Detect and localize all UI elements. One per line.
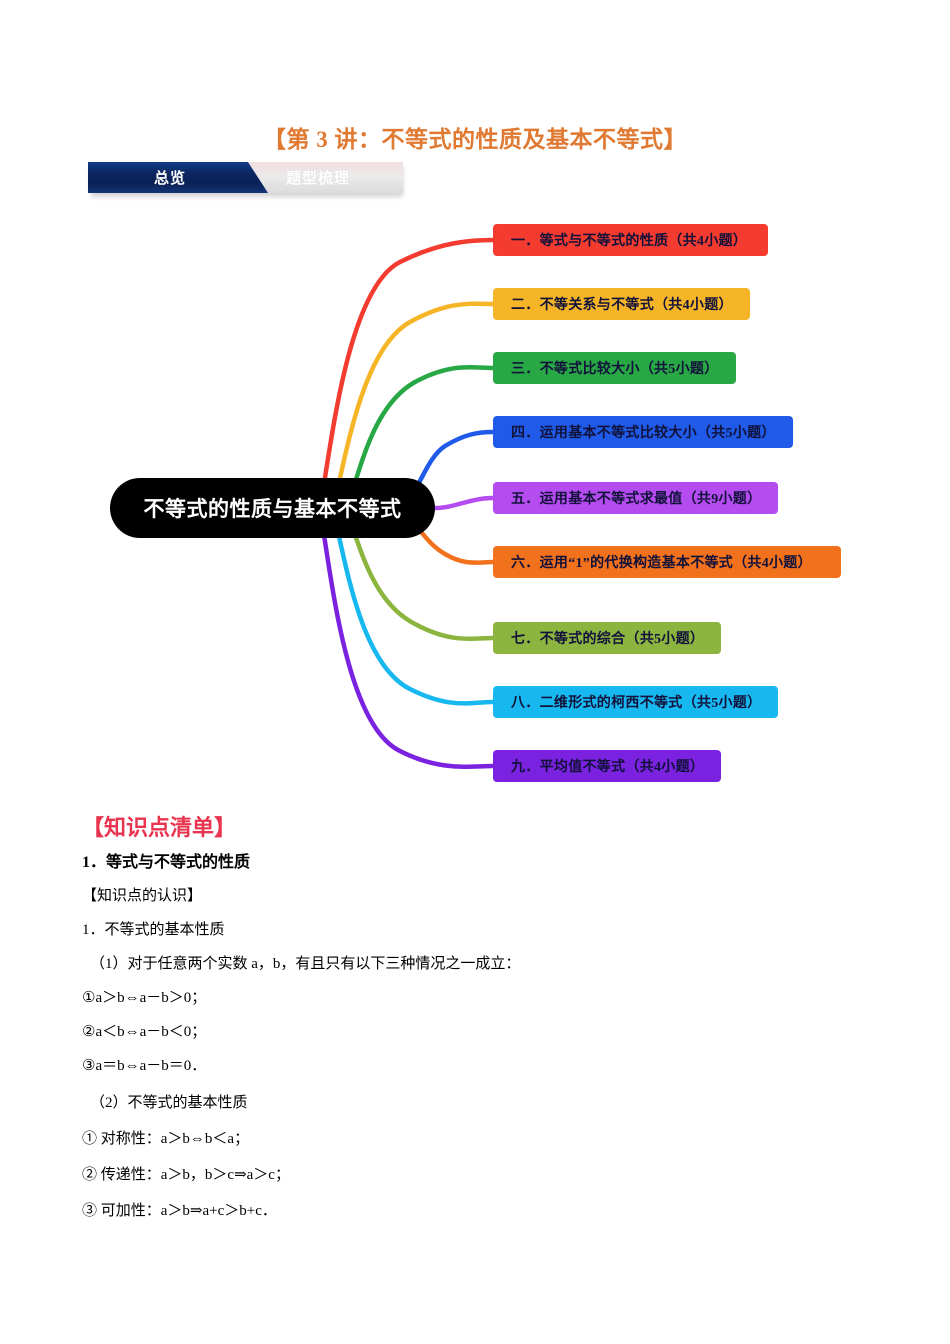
mindmap-branch-label-5: 五．运用基本不等式求最值（共9小题） (511, 492, 762, 507)
mindmap-branch-label-2: 二．不等关系与不等式（共4小题） (511, 298, 733, 313)
mindmap-branch-label-8: 八．二维形式的柯西不等式（共5小题） (511, 696, 762, 711)
mindmap-branch-2[interactable]: 二．不等关系与不等式（共4小题） (493, 288, 750, 320)
mindmap-branch-7[interactable]: 七．不等式的综合（共5小题） (493, 622, 721, 654)
mindmap-center-node[interactable]: 不等式的性质与基本不等式 (110, 478, 435, 538)
mindmap-branch-label-9: 九．平均值不等式（共4小题） (511, 760, 705, 775)
knowledge-line-7: ① 对称性：a＞b⇔b＜a； (82, 1131, 250, 1147)
mindmap-branch-3[interactable]: 三．不等式比较大小（共5小题） (493, 352, 736, 384)
mindmap-branch-label-4: 四．运用基本不等式比较大小（共5小题） (511, 426, 776, 441)
connector-1 (317, 237, 496, 509)
knowledge-line-0: 【知识点的认识】 (82, 888, 203, 904)
mindmap-center-label: 不等式的性质与基本不等式 (143, 498, 402, 521)
mindmap-branch-label-1: 一．等式与不等式的性质（共4小题） (511, 234, 748, 249)
mindmap-branch-9[interactable]: 九．平均值不等式（共4小题） (493, 750, 721, 782)
connector-9 (317, 509, 496, 769)
mindmap-branch-1[interactable]: 一．等式与不等式的性质（共4小题） (493, 224, 768, 256)
mindmap-branch-8[interactable]: 八．二维形式的柯西不等式（共5小题） (493, 686, 778, 718)
mindmap: 不等式的性质与基本不等式 一．等式与不等式的性质（共4小题） 二．不等关系与不等… (0, 210, 950, 795)
knowledge-heading: 【知识点清单】 (82, 815, 237, 840)
mindmap-branch-5[interactable]: 五．运用基本不等式求最值（共9小题） (493, 482, 778, 514)
knowledge-line-1: 1．不等式的基本性质 (82, 922, 225, 938)
connector-2 (330, 301, 496, 510)
knowledge-line-5: ③a＝b⇔a－b＝0． (82, 1058, 207, 1074)
connector-3 (344, 364, 496, 510)
knowledge-line-3: ①a＞b⇔a－b＞0； (82, 990, 207, 1006)
knowledge-line-4: ②a＜b⇔a－b＜0； (82, 1024, 207, 1040)
tab-label-active: 总览 (153, 171, 186, 187)
connector-5 (432, 495, 496, 511)
connector-7 (344, 509, 496, 642)
mindmap-branch-label-6: 六．运用“1”的代换构造基本不等式（共4小题） (511, 556, 812, 571)
knowledge-line-2: （1）对于任意两个实数 a，b，有且只有以下三种情况之一成立： (90, 956, 521, 972)
mindmap-branch-label-3: 三．不等式比较大小（共5小题） (511, 362, 719, 377)
knowledge-line-6: （2）不等式的基本性质 (90, 1095, 248, 1111)
knowledge-line-8: ② 传递性：a＞b，b＞c⇒a＞c； (82, 1167, 290, 1183)
mindmap-branch-label-7: 七．不等式的综合（共5小题） (511, 632, 705, 647)
tab-label-inactive: 题型梳理 (285, 171, 350, 187)
page-title: 【第 3 讲：不等式的性质及基本不等式】 (263, 127, 687, 152)
connector-8 (330, 509, 496, 706)
tab-bar: 题型梳理 总览 (88, 162, 403, 197)
knowledge-subheading: 1．等式与不等式的性质 (82, 854, 251, 871)
knowledge-line-9: ③ 可加性：a＞b⇒a+c＞b+c． (82, 1203, 277, 1219)
mindmap-branch-4[interactable]: 四．运用基本不等式比较大小（共5小题） (493, 416, 793, 448)
mindmap-branch-6[interactable]: 六．运用“1”的代换构造基本不等式（共4小题） (493, 546, 841, 578)
tab-总览[interactable]: 总览 (88, 162, 268, 193)
